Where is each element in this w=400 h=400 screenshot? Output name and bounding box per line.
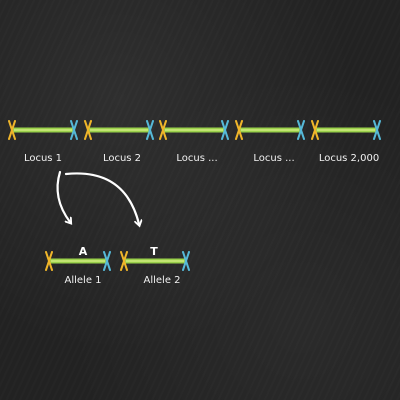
locus-segment (239, 127, 301, 133)
left-marker-icon (311, 120, 319, 140)
right-marker-icon (70, 120, 78, 140)
allele-1: A Allele 1 (45, 245, 111, 286)
left-marker-icon (235, 120, 243, 140)
allele-letter: T (150, 245, 158, 258)
locus-segment (12, 127, 74, 133)
locus-3: Locus ... (159, 120, 229, 164)
allele-label: Allele 1 (64, 275, 101, 286)
arrow-to-allele-2-icon (64, 172, 139, 224)
allele-label: Allele 2 (143, 275, 180, 286)
locus-segment (315, 127, 377, 133)
locus-segment (88, 127, 150, 133)
allele-segment (49, 258, 107, 264)
locus-row: Locus 1 Locus 2 (8, 120, 381, 164)
right-marker-icon (103, 251, 111, 271)
right-marker-icon (297, 120, 305, 140)
locus-2: Locus 2 (84, 120, 154, 164)
left-marker-icon (120, 251, 128, 271)
locus-label: Locus 2,000 (319, 153, 379, 164)
locus-label: Locus ... (176, 153, 217, 164)
right-marker-icon (221, 120, 229, 140)
arrows (56, 170, 139, 224)
left-marker-icon (8, 120, 16, 140)
locus-label: Locus ... (253, 153, 294, 164)
allele-letter: A (79, 245, 88, 258)
right-marker-icon (146, 120, 154, 140)
locus-label: Locus 2 (103, 153, 141, 164)
locus-4: Locus ... (235, 120, 305, 164)
allele-2: T Allele 2 (120, 245, 190, 286)
right-marker-icon (182, 251, 190, 271)
locus-5: Locus 2,000 (311, 120, 381, 164)
locus-label: Locus 1 (24, 153, 62, 164)
left-marker-icon (45, 251, 53, 271)
left-marker-icon (159, 120, 167, 140)
arrow-to-allele-1-icon (56, 170, 70, 222)
allele-row: A Allele 1 T (45, 245, 190, 286)
left-marker-icon (84, 120, 92, 140)
locus-segment (163, 127, 225, 133)
right-marker-icon (373, 120, 381, 140)
allele-segment (124, 258, 186, 264)
locus-1: Locus 1 (8, 120, 78, 164)
